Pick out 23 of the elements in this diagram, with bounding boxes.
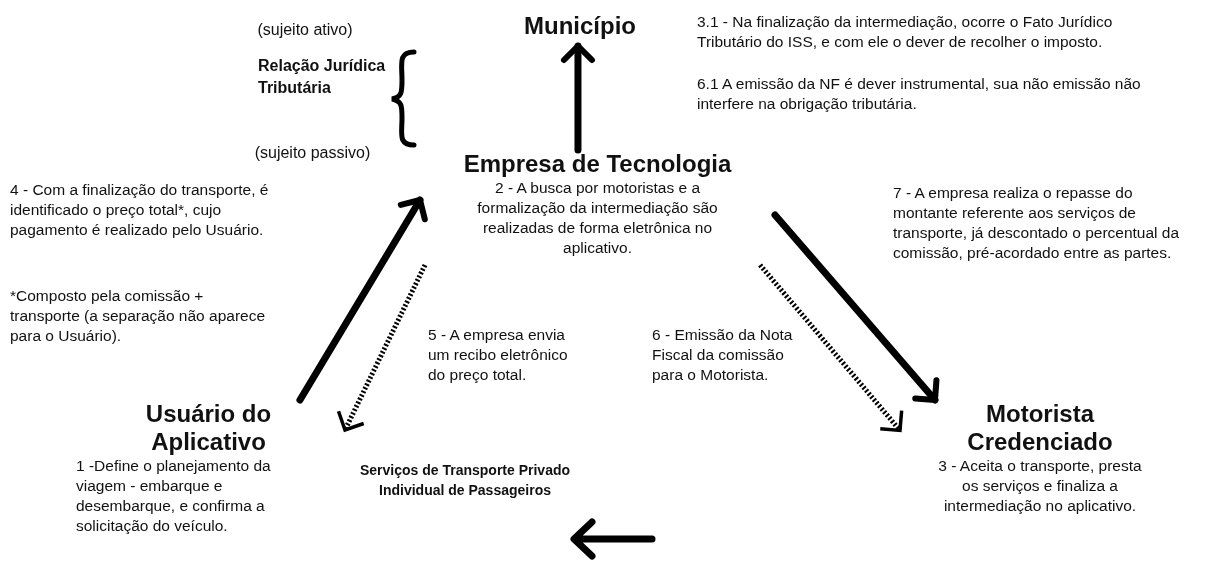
node-title: Empresa de Tecnologia (462, 150, 733, 178)
node-description: 1 -Define o planejamento da viagem - embarque e desembarque, e confirma a solicitação do veículo. (76, 456, 272, 536)
note-text: 7 - A empresa realiza o repasse do montante referente aos serviços de transporte, já descontado o percentual da comissão, pré-acordado entre as partes. (893, 183, 1181, 263)
heading-label: Relação Jurídica Tributária (258, 56, 387, 98)
note-text: (sujeito ativo) (256, 20, 354, 40)
note-text: 3.1 - Na finalização da intermediação, ocorre o Fato Jurídico Tributário do ISS, e com ele o dever de recolher o imposto. (697, 12, 1114, 52)
node-title: Usuário do Aplicativo (144, 400, 273, 456)
node-title: Município (523, 12, 637, 40)
node-title: Motorista Credenciado (966, 400, 1114, 456)
note-text: 6 - Emissão da Nota Fiscal da comissão para o Motorista. (652, 325, 794, 385)
arrow (336, 263, 428, 432)
note-text: 5 - A empresa envia um recibo eletrônico do preço total. (428, 325, 569, 385)
note-text: *Composto pela comissão + transporte (a separação não aparece para o Usuário). (10, 286, 267, 346)
note-text: 6.1 A emissão da NF é dever instrumental, sua não emissão não interfere na obrigação tributária. (697, 74, 1142, 114)
note-text: 4 - Com a finalização do transporte, é identificado o preço total*, cujo pagamento é realizado pelo Usuário. (10, 180, 270, 240)
node-description: 3 - Aceita o transporte, presta os serviços e finaliza a intermediação no aplicativo. (937, 456, 1143, 516)
arrow (560, 42, 595, 154)
arrow (771, 211, 940, 404)
node-description: 2 - A busca por motoristas e a formalização da intermediação são realizadas de forma eletrônica no aplicativo. (476, 178, 719, 258)
arrow (296, 196, 428, 404)
arrow (758, 263, 904, 433)
heading-label: Serviços de Transporte Privado Individual de Passageiros (358, 461, 572, 500)
note-text: (sujeito passivo) (253, 143, 372, 163)
